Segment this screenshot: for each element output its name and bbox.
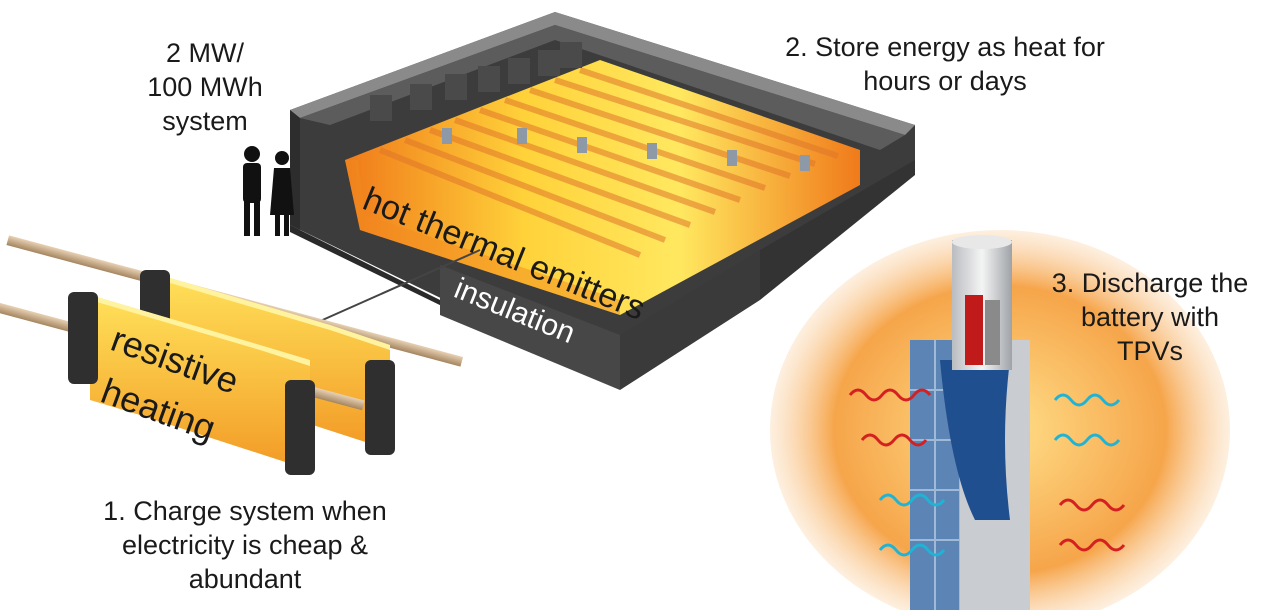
step-1-line-2: electricity is cheap & [121,530,369,560]
step-3-label: 3. Discharge the battery with TPVs [1050,266,1250,368]
system-size-line-1: 2 MW/ [166,38,244,68]
step-1-label: 1. Charge system when electricity is che… [70,494,420,596]
resistive-heater-front [0,292,365,475]
step-1-line-3: abundant [188,564,302,594]
system-size-line-3: system [162,106,248,136]
people-silhouette-icon [243,146,294,236]
step-3-line-1: 3. Discharge the [1051,268,1249,298]
insulation-front-wall [440,265,620,390]
red-cable [965,295,983,365]
callout-line [299,249,481,331]
tpv-closeup [770,230,1230,610]
step-2-label: 2. Store energy as heat for hours or day… [760,30,1130,98]
step-2-line-2: hours or days [863,66,1027,96]
step-3-line-2: battery with [1080,302,1220,332]
thermal-emitter-bars [345,42,860,315]
cool-photon-arrows [878,393,1121,557]
step-1-line-1: 1. Charge system when [103,496,387,526]
grey-cable [985,300,1000,365]
step-3-line-3: TPVs [1116,336,1183,366]
system-size-line-2: 100 MWh [147,72,263,102]
hot-photon-arrows [848,388,1126,552]
system-size-label: 2 MW/ 100 MWh system [140,36,270,138]
step-2-line-1: 2. Store energy as heat for [785,32,1105,62]
